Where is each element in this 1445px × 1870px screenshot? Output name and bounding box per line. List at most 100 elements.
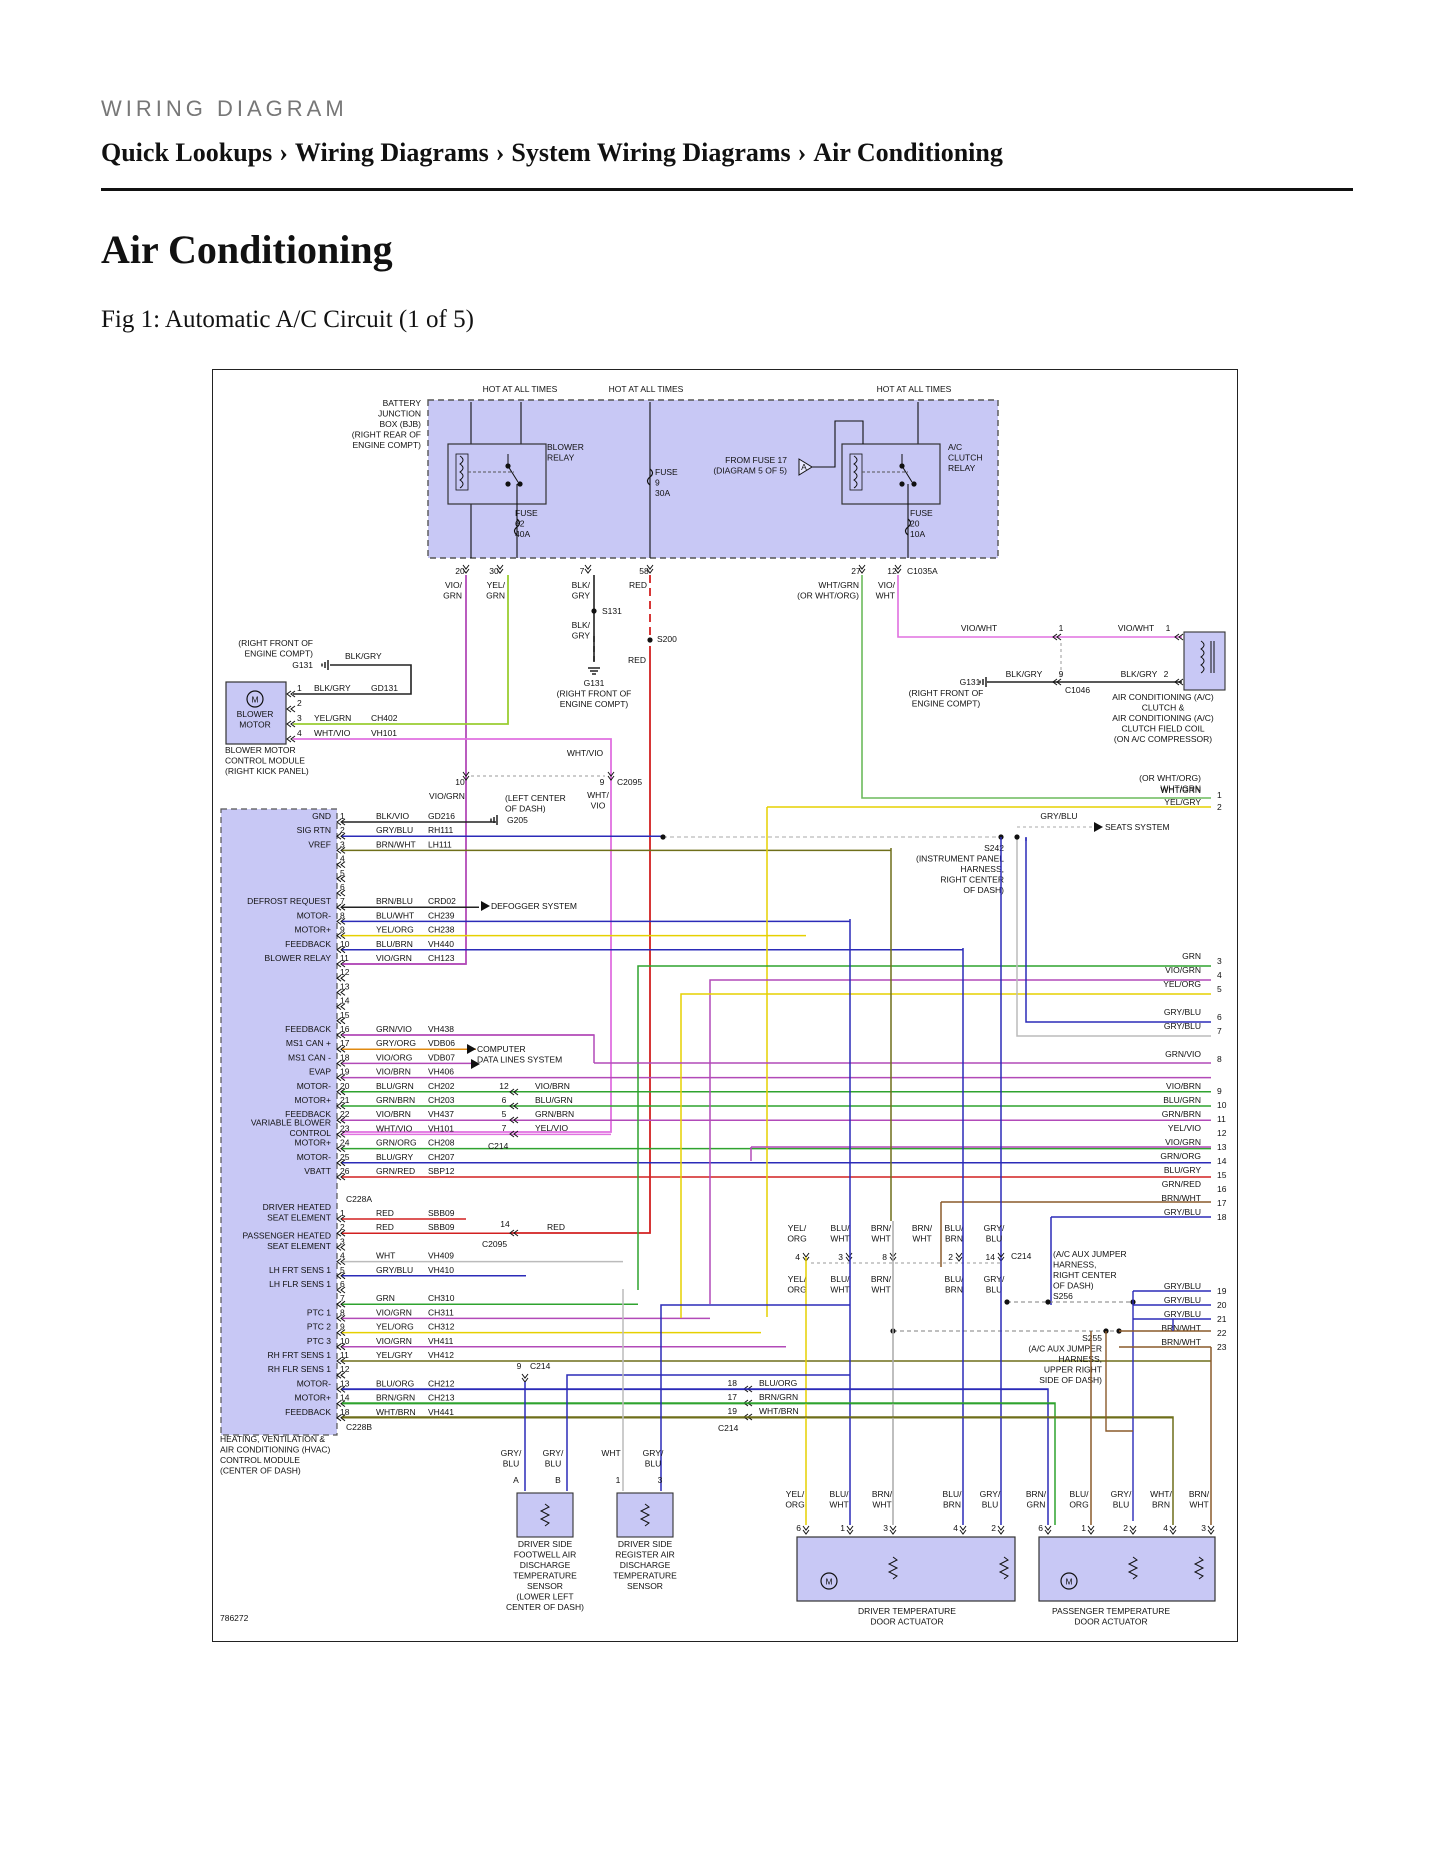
wire-label: ORG bbox=[787, 1234, 806, 1244]
wire-label: BRN/GRN bbox=[376, 1393, 415, 1403]
connector-icon bbox=[1174, 678, 1180, 686]
pin-label: 9 bbox=[517, 1361, 522, 1371]
connector-icon bbox=[340, 1300, 346, 1308]
bjb-label: (RIGHT REAR OF bbox=[352, 430, 421, 440]
hvac-label: HEATING, VENTILATION & bbox=[220, 1434, 325, 1444]
register-sensor-label: SENSOR bbox=[627, 1581, 663, 1591]
connector-icon bbox=[340, 918, 346, 925]
wire-grn bbox=[637, 965, 1211, 1290]
right-wire-label: GRN/BRN bbox=[1162, 1109, 1201, 1119]
register-sensor bbox=[616, 1492, 674, 1538]
relay-contact bbox=[517, 481, 523, 487]
pin-label: 1 bbox=[340, 811, 345, 821]
connector-icon bbox=[340, 1400, 346, 1407]
wire-label: BLK/VIO bbox=[376, 811, 409, 821]
g205-label: G205 bbox=[507, 815, 528, 825]
connector-icon bbox=[513, 1116, 519, 1124]
relay-contact bbox=[505, 463, 511, 469]
driver-temperature-actuator bbox=[796, 1536, 1016, 1602]
connector-icon bbox=[584, 568, 592, 574]
reference-a-icon bbox=[798, 458, 813, 476]
s242-dot bbox=[660, 834, 666, 840]
circuit-label: CH213 bbox=[428, 1393, 455, 1403]
pin-label: 8 bbox=[340, 910, 345, 920]
connector-icon bbox=[340, 1286, 346, 1294]
s131-label: S131 bbox=[602, 606, 622, 616]
connector-icon bbox=[336, 1116, 342, 1124]
hvac-function-label: MOTOR+ bbox=[295, 1138, 331, 1148]
hvac-function-label: RH FLR SENS 1 bbox=[268, 1364, 332, 1374]
connector-icon bbox=[336, 1131, 342, 1138]
wire-label: BLK/ bbox=[572, 580, 591, 590]
hvac-function-label: SEAT ELEMENT bbox=[267, 1213, 331, 1223]
wire-label: BRN/WHT bbox=[376, 839, 416, 849]
hvac-function-label: MOTOR- bbox=[297, 910, 331, 920]
bjb-label: JUNCTION bbox=[378, 409, 421, 419]
connector-icon bbox=[521, 1373, 529, 1379]
connector-icon bbox=[340, 1045, 346, 1053]
pin-label: 14 bbox=[340, 996, 350, 1006]
blower-motor-label: BLOWER bbox=[237, 709, 274, 719]
connector-icon bbox=[340, 875, 346, 883]
bjb-pin: 20 bbox=[455, 566, 465, 576]
right-pin-label: 9 bbox=[1217, 1086, 1222, 1096]
hvac-function-label: MS1 CAN + bbox=[286, 1038, 331, 1048]
pin-label: 21 bbox=[340, 1095, 350, 1105]
breadcrumb-system-wiring-diagrams[interactable]: System Wiring Diagrams bbox=[511, 138, 791, 167]
wire-label: (OR WHT/ORG) bbox=[797, 591, 859, 601]
connector-icon bbox=[509, 1130, 515, 1138]
connector-icon bbox=[607, 771, 615, 777]
wire-label: WHT/VIO bbox=[376, 1123, 413, 1133]
circuit-label: VH437 bbox=[428, 1109, 454, 1119]
connector-icon bbox=[340, 1017, 346, 1025]
hvac-function-label: PTC 3 bbox=[307, 1336, 331, 1346]
hvac-function-label: MOTOR- bbox=[297, 1081, 331, 1091]
pin-label: 10 bbox=[340, 1336, 350, 1346]
breadcrumb-wiring-diagrams[interactable]: Wiring Diagrams bbox=[294, 138, 489, 167]
s255-label: S255 bbox=[1082, 1333, 1102, 1343]
connector-icon bbox=[336, 832, 342, 840]
hvac-function-label: SEAT ELEMENT bbox=[267, 1241, 331, 1251]
bjb-label: ENGINE COMPT) bbox=[353, 440, 422, 450]
right-pin-label: 1 bbox=[1217, 790, 1222, 800]
wire-label: BLU/ORG bbox=[759, 1378, 797, 1388]
connector-icon bbox=[1207, 1529, 1215, 1535]
g131-label: ENGINE COMPT) bbox=[560, 699, 629, 709]
connector-icon bbox=[336, 1031, 342, 1039]
right-pin-label: 13 bbox=[1217, 1142, 1227, 1152]
right-wire-label: BLU/GRN bbox=[1163, 1095, 1201, 1105]
connector-icon bbox=[336, 1329, 342, 1336]
breadcrumb-air-conditioning[interactable]: Air Conditioning bbox=[813, 138, 1003, 167]
circuit-label: VH441 bbox=[428, 1407, 454, 1417]
connector-icon bbox=[336, 903, 342, 911]
connector-icon bbox=[889, 1529, 897, 1535]
right-pin-label: 7 bbox=[1217, 1026, 1222, 1036]
pin-label: 23 bbox=[340, 1123, 350, 1133]
connector-icon bbox=[336, 1357, 342, 1365]
circuit-label: CH123 bbox=[428, 953, 455, 963]
wire-label: YEL/ bbox=[788, 1223, 807, 1233]
connector-icon bbox=[1056, 633, 1062, 641]
wire-label: VIO/BRN bbox=[376, 1109, 411, 1119]
hvac-function-label: EVAP bbox=[309, 1067, 331, 1077]
pin-label: 25 bbox=[340, 1152, 350, 1162]
wire-label: WHT/ bbox=[1150, 1489, 1172, 1499]
pin-label: 18 bbox=[728, 1378, 738, 1388]
wire-label: BLU/ bbox=[945, 1223, 965, 1233]
relay-contact bbox=[899, 481, 905, 487]
footwell-sensor-label: TEMPERATURE bbox=[513, 1571, 577, 1581]
right-pin-label: 3 bbox=[1217, 956, 1222, 966]
register-sensor-label: TEMPERATURE bbox=[613, 1571, 677, 1581]
pin-label: 19 bbox=[340, 1067, 350, 1077]
connector-icon bbox=[336, 1286, 342, 1294]
hvac-function-label: MOTOR- bbox=[297, 1378, 331, 1388]
hvac-function-label: FEEDBACK bbox=[285, 1109, 331, 1119]
wire-label: BLK/GRY bbox=[314, 683, 351, 693]
right-wire-label: GRN/VIO bbox=[1165, 1049, 1201, 1059]
wire-label: BLU/ORG bbox=[376, 1378, 414, 1388]
breadcrumb-quick-lookups[interactable]: Quick Lookups bbox=[101, 138, 273, 167]
wire-label: GRY/ORG bbox=[376, 1038, 416, 1048]
connector-icon bbox=[340, 1272, 346, 1280]
actuator-motor-icon: M bbox=[825, 1577, 832, 1587]
wire-label: WHT bbox=[601, 1448, 620, 1458]
